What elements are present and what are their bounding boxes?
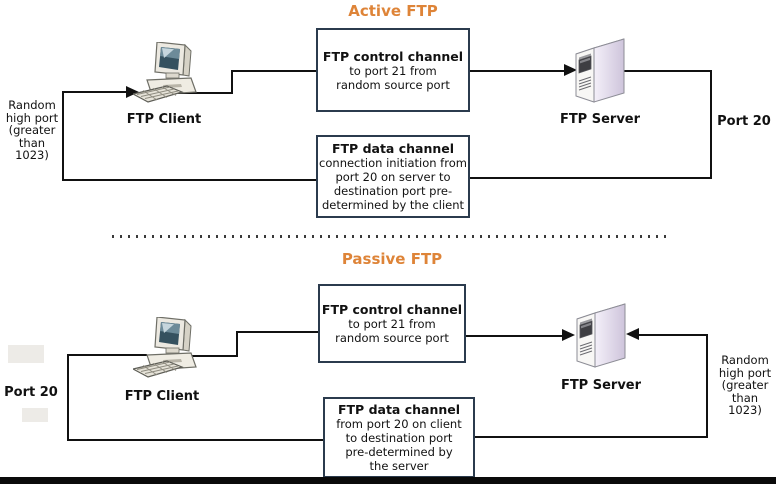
passive-mid-vertical-line (236, 331, 238, 357)
passive-server-data-arrowhead-icon (626, 328, 639, 340)
passive-server-arrowhead-icon (562, 329, 575, 341)
passive-server-label: FTP Server (560, 378, 642, 393)
scan-smudge (22, 408, 48, 422)
box-heading: FTP control channel (322, 48, 464, 64)
passive-control-channel-box: FTP control channel to port 21 from rand… (318, 284, 466, 363)
server-tower-icon (576, 303, 626, 368)
box-text-line: pre-determined by (345, 445, 453, 459)
desktop-computer-icon (133, 317, 197, 378)
box-text-line: random source port (335, 331, 449, 345)
bottom-border-bar (0, 477, 776, 484)
section-divider-dotted-line (112, 235, 668, 238)
label-line: (greater (8, 123, 56, 137)
label-line: (greater (721, 378, 769, 392)
label-line: than (18, 135, 46, 150)
passive-right-vertical-line (706, 334, 708, 438)
scan-smudge (8, 345, 44, 363)
passive-bottom-line (67, 439, 325, 441)
passive-right-port-label: Random high port (greater than 1023) (714, 354, 776, 417)
box-text-line: the server (369, 459, 429, 473)
active-client-to-control-line (178, 92, 233, 94)
box-text-line: random source port (336, 77, 450, 92)
active-data-line-to-client (62, 91, 128, 93)
active-data-channel-box: FTP data channel connection initiation f… (316, 135, 470, 218)
box-text-line: destination port pre- (333, 184, 453, 198)
active-right-port-label: Port 20 (717, 114, 771, 129)
label-line: 1023) (15, 148, 49, 162)
active-data-out-line (468, 177, 712, 179)
box-heading: FTP control channel (321, 302, 463, 317)
passive-left-vertical-line (67, 354, 69, 441)
active-server-to-right-line (624, 70, 712, 72)
passive-left-port-label: Port 20 (4, 385, 58, 400)
label-line: than (731, 390, 759, 405)
desktop-computer-icon (133, 42, 197, 103)
active-control-out-line (468, 70, 566, 72)
passive-ftp-title: Passive FTP (341, 250, 443, 268)
box-text-line: to port 21 from (348, 317, 436, 331)
box-heading: FTP data channel (331, 141, 455, 156)
active-server-arrowhead-icon (564, 64, 577, 76)
passive-data-out-line (473, 436, 708, 438)
passive-control-out-line (464, 335, 564, 337)
label-line: Random (8, 98, 56, 112)
box-text-line: to destination port (345, 431, 453, 445)
box-text-line: from port 20 on client (336, 417, 462, 431)
label-line: 1023) (728, 403, 762, 417)
active-right-vertical-line (710, 70, 712, 179)
box-text-line: determined by the client (321, 198, 465, 212)
active-bottom-line (62, 179, 318, 181)
box-heading: FTP data channel (337, 402, 461, 417)
active-control-in-line (231, 70, 318, 72)
active-ftp-title: Active FTP (348, 2, 438, 20)
box-text-line: to port 21 from (349, 63, 437, 78)
active-left-port-label: Random high port (greater than 1023) (2, 99, 62, 162)
passive-client-to-control-line (184, 355, 238, 357)
active-mid-vertical-line (231, 70, 233, 94)
active-server-label: FTP Server (559, 112, 641, 127)
active-left-vertical-line (62, 91, 64, 181)
passive-data-channel-box: FTP data channel from port 20 on client … (323, 397, 475, 478)
label-line: Random (721, 353, 769, 367)
box-text-line: connection initiation from (319, 156, 467, 170)
passive-client-label: FTP Client (124, 389, 200, 404)
active-client-label: FTP Client (126, 112, 202, 127)
passive-control-in-line (236, 331, 320, 333)
passive-client-left-line (67, 354, 147, 356)
label-line: high port (5, 110, 59, 125)
label-line: high port (718, 365, 772, 380)
server-tower-icon (575, 38, 625, 103)
passive-right-to-server-line (638, 334, 708, 336)
active-control-channel-box: FTP control channel to port 21 from rand… (316, 28, 470, 112)
box-text-line: port 20 on server to (335, 170, 451, 184)
